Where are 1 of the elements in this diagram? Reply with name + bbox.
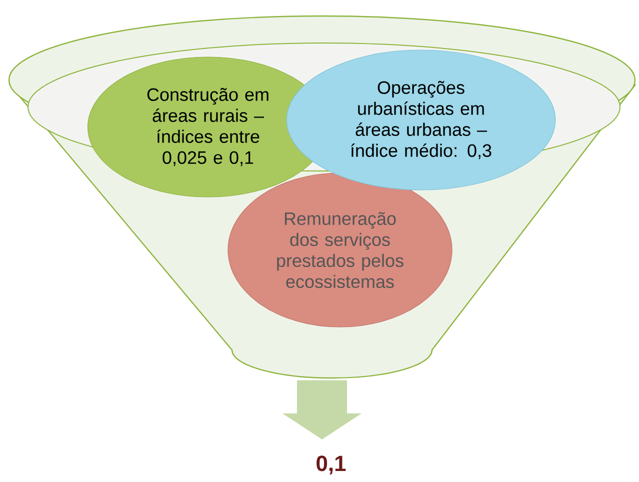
result-value: 0,1 <box>316 456 346 474</box>
